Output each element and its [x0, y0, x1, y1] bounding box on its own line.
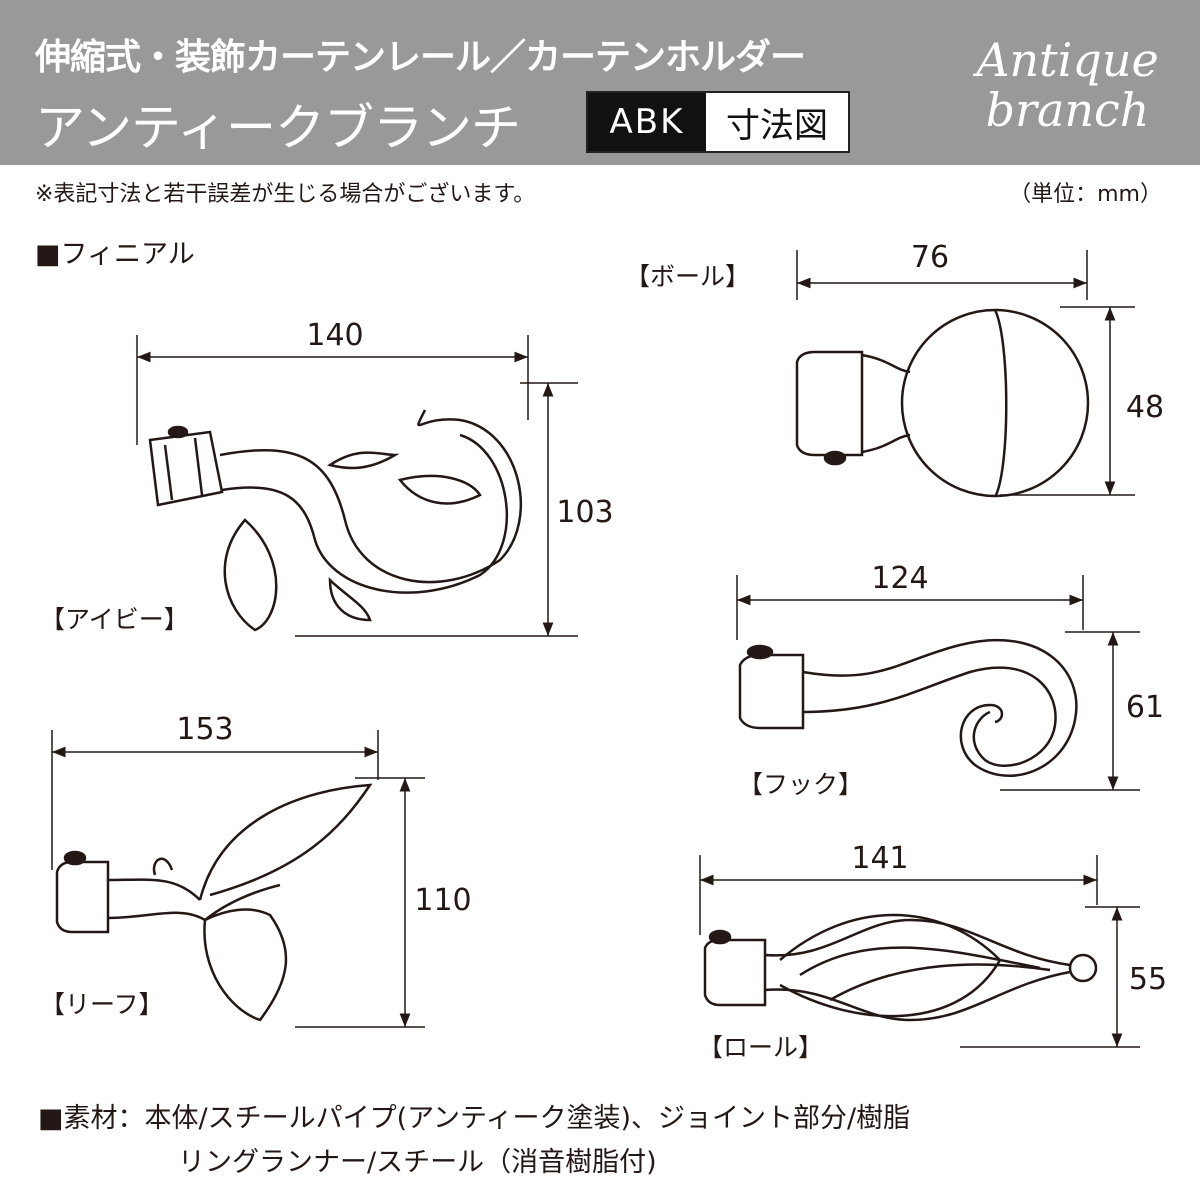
badge: ABK 寸法図: [586, 91, 850, 153]
ivy-height: 103: [556, 495, 614, 530]
hook-width: 124: [871, 561, 929, 596]
tolerance-note: ※表記寸法と若干誤差が生じる場合がございます。: [35, 182, 536, 207]
hook-finial-drawing: [738, 639, 1078, 777]
ball-width: 76: [910, 240, 950, 275]
leaf-dimension-lines: [51, 730, 425, 1028]
hook-height: 61: [1125, 690, 1165, 725]
ball-dimension-lines: [796, 250, 1135, 496]
materials-line1: ■素材：本体/スチールパイプ(アンティーク塗装)、ジョイント部分/樹脂: [38, 1103, 911, 1134]
ball-finial-drawing: [795, 308, 1090, 498]
product-title: アンティークブランチ: [35, 99, 521, 157]
hook-label: 【フック】: [738, 770, 864, 799]
section-title: ■フィニアル: [35, 239, 195, 270]
ball-label: 【ボール】: [625, 262, 751, 291]
ivy-label: 【アイビー】: [40, 605, 189, 634]
roll-dimension-lines: [699, 855, 1140, 1048]
hook-dimension-lines: [736, 575, 1140, 791]
leaf-height: 110: [414, 883, 472, 918]
ball-height: 48: [1125, 390, 1165, 425]
ivy-finial-drawing: [148, 409, 522, 632]
badge-code: ABK: [588, 93, 706, 151]
roll-height: 55: [1128, 962, 1168, 997]
title-line1: 伸縮式・装飾カーテンレール／カーテンホルダー: [35, 37, 806, 78]
ivy-dimension-lines: [136, 335, 578, 637]
leaf-width: 153: [176, 712, 234, 747]
leaf-finial-drawing: [55, 783, 373, 1022]
header-banner: 伸縮式・装飾カーテンレール／カーテンホルダー アンティークブランチ ABK 寸法…: [0, 0, 1200, 165]
roll-label: 【ロール】: [698, 1033, 824, 1062]
roll-width: 141: [851, 841, 909, 876]
ivy-width: 140: [306, 318, 364, 353]
leaf-label: 【リーフ】: [40, 990, 164, 1019]
materials: ■素材：本体/スチールパイプ(アンティーク塗装)、ジョイント部分/樹脂 リングラ…: [38, 1097, 910, 1185]
roll-finial-drawing: [703, 913, 1098, 1022]
unit-label: （単位：mm）: [1009, 182, 1162, 207]
badge-label: 寸法図: [706, 93, 848, 151]
materials-line2: リングランナー/スチール（消音樹脂付): [178, 1147, 657, 1178]
